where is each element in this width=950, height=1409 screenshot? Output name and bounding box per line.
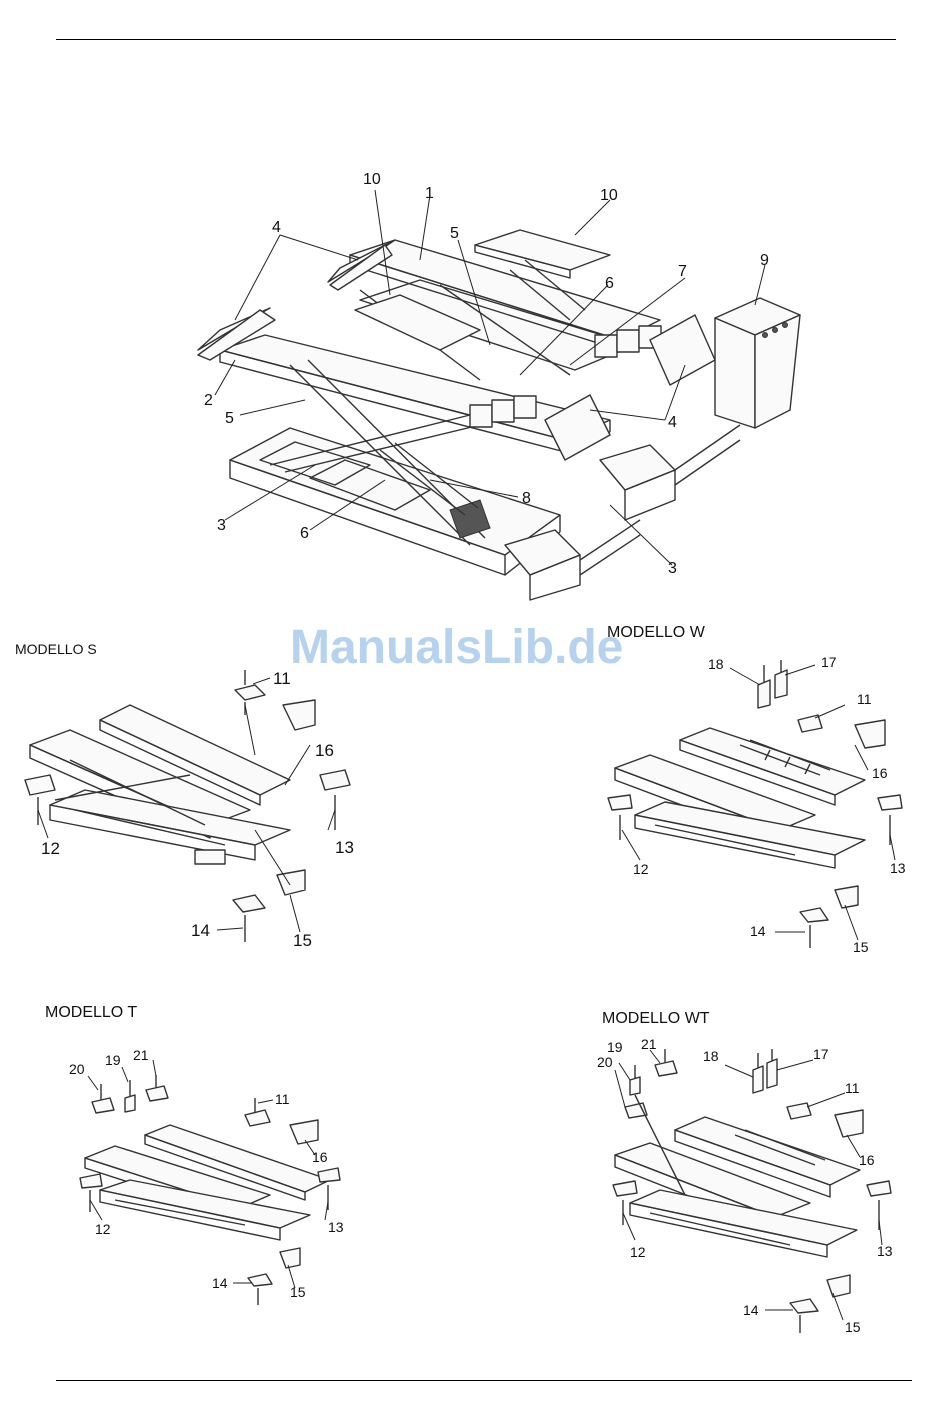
callout-6-a: 6 (605, 275, 614, 292)
model-s-callout-13: 13 (335, 838, 354, 857)
callout-8: 8 (522, 490, 531, 507)
model-s-diagram: 11 16 13 12 14 15 (15, 660, 385, 960)
model-t-callout-14: 14 (212, 1275, 228, 1291)
callout-6-b: 6 (300, 525, 309, 542)
model-w-diagram: 18 17 11 16 12 13 14 15 (600, 650, 930, 960)
model-s-callout-11: 11 (273, 669, 291, 688)
model-w-callout-17: 17 (821, 654, 837, 670)
model-wt-diagram: 19 21 20 18 17 11 16 12 13 14 15 (595, 1035, 925, 1335)
model-wt-callout-12: 12 (630, 1244, 646, 1260)
model-wt-callout-18: 18 (703, 1048, 719, 1064)
model-wt-callout-21: 21 (641, 1036, 657, 1052)
callout-4-b: 4 (668, 414, 677, 431)
model-wt-callout-20: 20 (597, 1054, 613, 1070)
callout-3-b: 3 (668, 560, 677, 577)
model-t-callout-19: 19 (105, 1052, 121, 1068)
model-t-callout-20: 20 (69, 1061, 85, 1077)
model-s-callout-15: 15 (293, 931, 312, 950)
callout-5-b: 5 (225, 410, 234, 427)
model-s-callout-16: 16 (315, 741, 334, 760)
model-wt-callout-13: 13 (877, 1243, 893, 1259)
callout-9: 9 (760, 252, 769, 269)
model-wt-callout-11: 11 (845, 1080, 860, 1096)
model-w-callout-13: 13 (890, 860, 906, 876)
callout-10-b: 10 (600, 187, 618, 204)
lift-assembly-diagram: 10 1 10 4 5 6 7 9 2 5 4 3 6 8 3 (180, 160, 820, 610)
model-t-title: MODELLO T (45, 1004, 137, 1022)
model-wt-callout-19: 19 (607, 1039, 623, 1055)
callout-3-a: 3 (217, 517, 226, 534)
model-s-callout-12: 12 (41, 839, 60, 858)
model-wt-callout-17: 17 (813, 1046, 829, 1062)
model-w-title: MODELLO W (607, 624, 705, 642)
model-w-callout-15: 15 (853, 939, 869, 955)
model-t-callout-13: 13 (328, 1219, 344, 1235)
model-wt-title: MODELLO WT (602, 1010, 710, 1028)
model-t-callout-11: 11 (275, 1091, 290, 1107)
model-w-callout-18: 18 (708, 656, 724, 672)
callout-1: 1 (425, 185, 434, 202)
callout-5-a: 5 (450, 225, 459, 242)
model-w-callout-12: 12 (633, 861, 649, 877)
model-wt-callout-16: 16 (859, 1152, 875, 1168)
callout-10-a: 10 (363, 171, 381, 188)
model-w-callout-16: 16 (872, 765, 888, 781)
model-t-callout-12: 12 (95, 1221, 111, 1237)
model-w-callout-11: 11 (857, 691, 872, 707)
callout-4-a: 4 (272, 219, 281, 236)
model-wt-callout-15: 15 (845, 1319, 861, 1335)
model-w-callout-14: 14 (750, 923, 766, 939)
header-rule (56, 39, 896, 40)
model-t-callout-21: 21 (133, 1047, 149, 1063)
footer-rule (56, 1380, 912, 1381)
model-s-title: MODELLO S (15, 641, 97, 657)
callout-2: 2 (204, 392, 213, 409)
model-wt-callout-14: 14 (743, 1302, 759, 1318)
model-t-diagram: 20 19 21 11 16 12 13 14 15 (60, 1040, 400, 1310)
model-t-callout-15: 15 (290, 1284, 306, 1300)
callout-7: 7 (678, 263, 687, 280)
model-s-callout-14: 14 (191, 921, 210, 940)
model-t-callout-16: 16 (312, 1149, 328, 1165)
